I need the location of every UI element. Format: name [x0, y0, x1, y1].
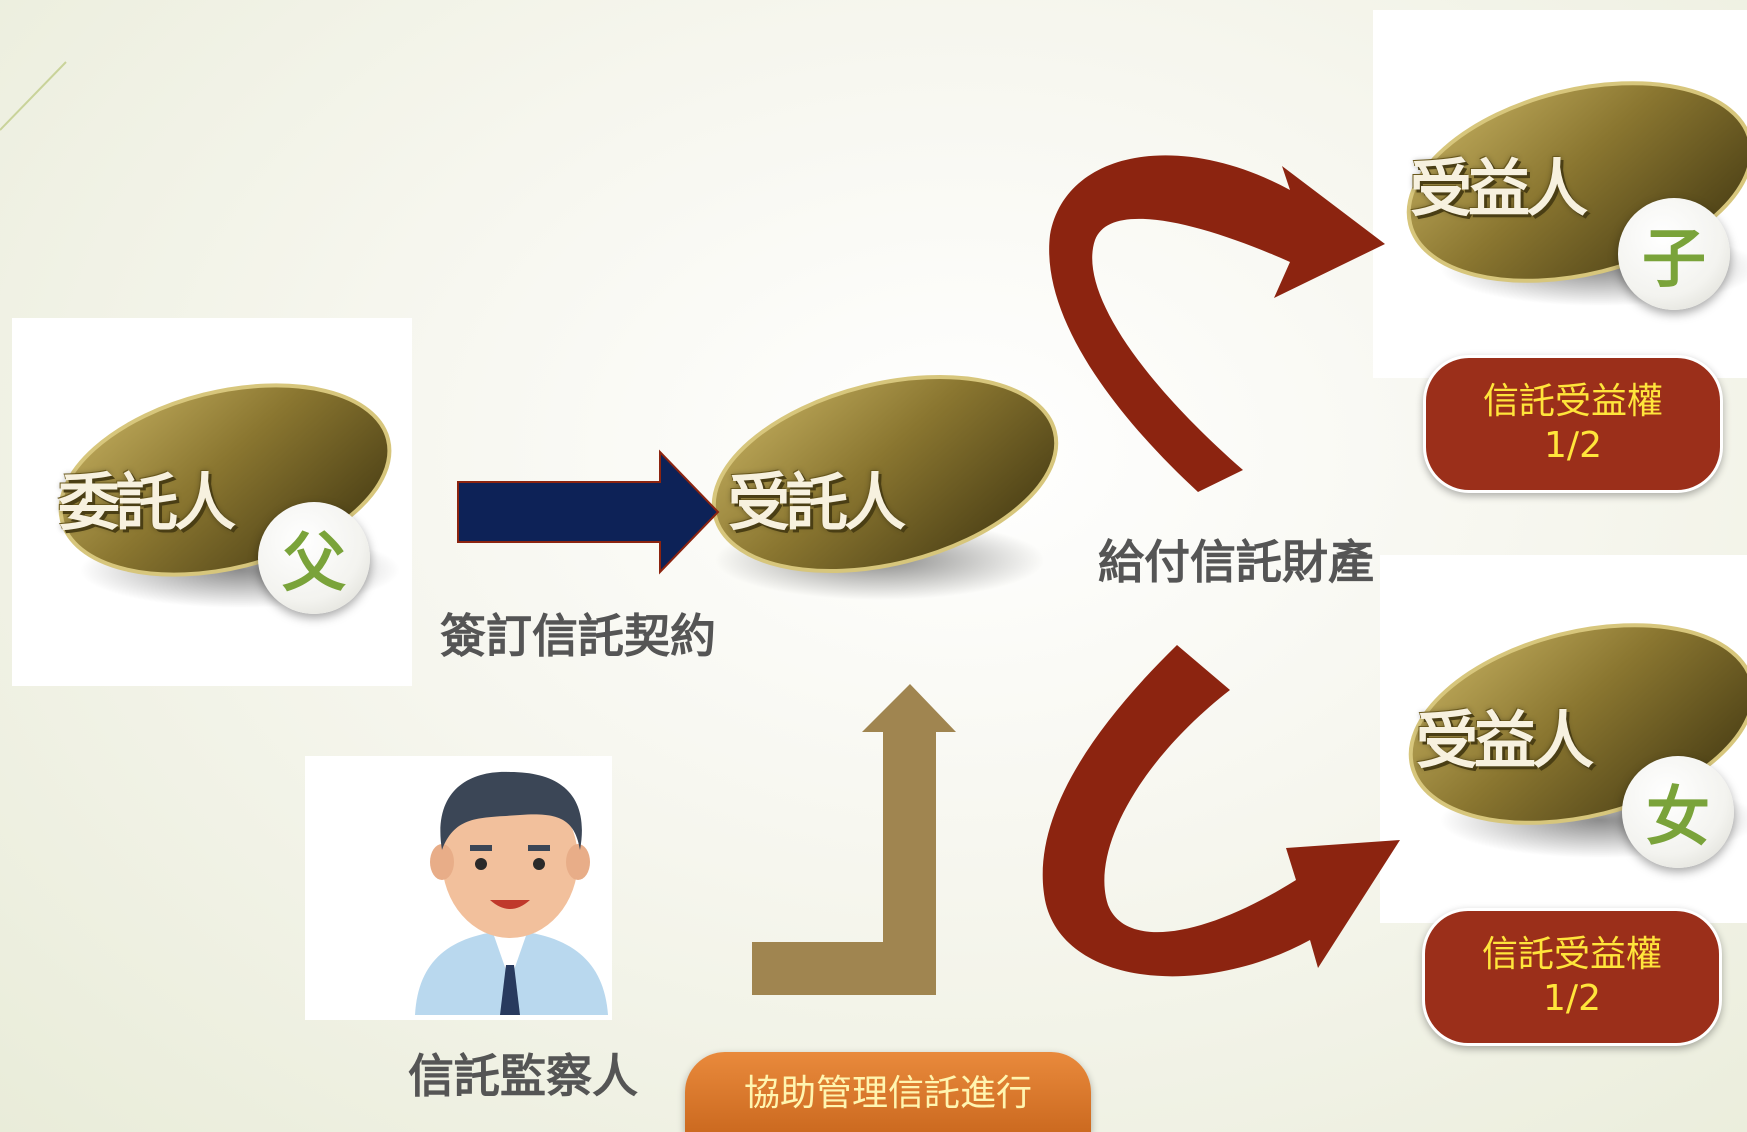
beneficiary-son-label: 受益人	[1410, 152, 1588, 225]
sign-contract-caption: 簽訂信託契約	[440, 609, 716, 663]
pay-property-caption: 給付信託財產	[1098, 535, 1374, 589]
beneficiary-daughter-badge: 女	[1622, 756, 1734, 868]
beneficiary-daughter-label: 受益人	[1416, 704, 1594, 777]
assist-management-label: 協助管理信託進行	[743, 1073, 1032, 1114]
supervisor-illustration	[415, 771, 608, 1015]
beneficiary-daughter-share-value: 1/2	[1543, 978, 1601, 1019]
beneficiary-daughter-share: 信託受益權 1/2	[1422, 908, 1722, 1046]
beneficiary-son-share: 信託受益權 1/2	[1423, 355, 1723, 493]
trustee-disc	[711, 374, 1059, 600]
supervisor-caption: 信託監察人	[408, 1049, 638, 1103]
pay-property-arrow-son	[1049, 155, 1385, 493]
settlor-badge: 父	[258, 502, 370, 614]
beneficiary-son-badge: 子	[1618, 198, 1730, 310]
beneficiary-son-share-value: 1/2	[1544, 425, 1602, 466]
trustee-label: 受託人	[728, 466, 906, 539]
assist-management-arrow	[752, 684, 956, 995]
sign-contract-arrow	[457, 449, 720, 575]
beneficiary-daughter-share-title: 信託受益權	[1481, 934, 1662, 975]
corner-decoration	[0, 61, 67, 131]
settlor-label: 委託人	[58, 466, 236, 539]
pay-property-arrow-daughter	[1042, 645, 1400, 977]
assist-management-pill: 協助管理信託進行	[685, 1052, 1091, 1132]
beneficiary-son-share-title: 信託受益權	[1482, 381, 1663, 422]
